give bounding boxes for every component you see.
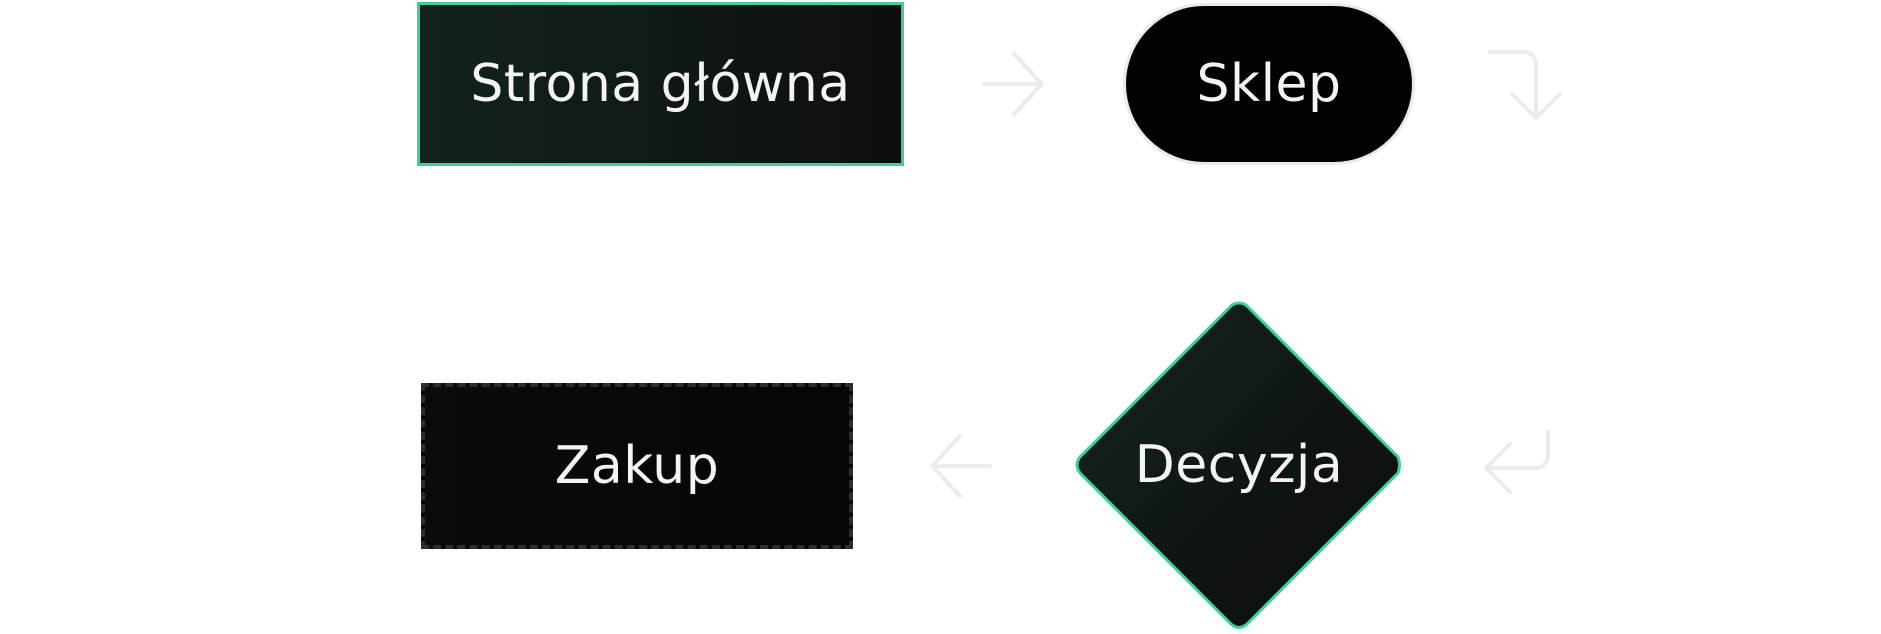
decision-diamond [1075, 301, 1401, 629]
node-sklep: Sklep [1123, 3, 1415, 165]
node-decyzja: Decyzja [1074, 300, 1404, 630]
node-label: Decyzja [1134, 435, 1344, 495]
node-zakup: Zakup [421, 383, 853, 549]
node-label: Sklep [1196, 54, 1342, 114]
arrow-right-icon [982, 52, 1044, 116]
node-label: Zakup [554, 436, 720, 496]
arrow-turn-down-icon [1488, 50, 1562, 120]
arrow-left-icon [930, 434, 992, 498]
node-label: Strona główna [470, 54, 851, 114]
arrow-turn-left-icon [1484, 430, 1550, 494]
node-strona-glowna: Strona główna [417, 2, 904, 166]
